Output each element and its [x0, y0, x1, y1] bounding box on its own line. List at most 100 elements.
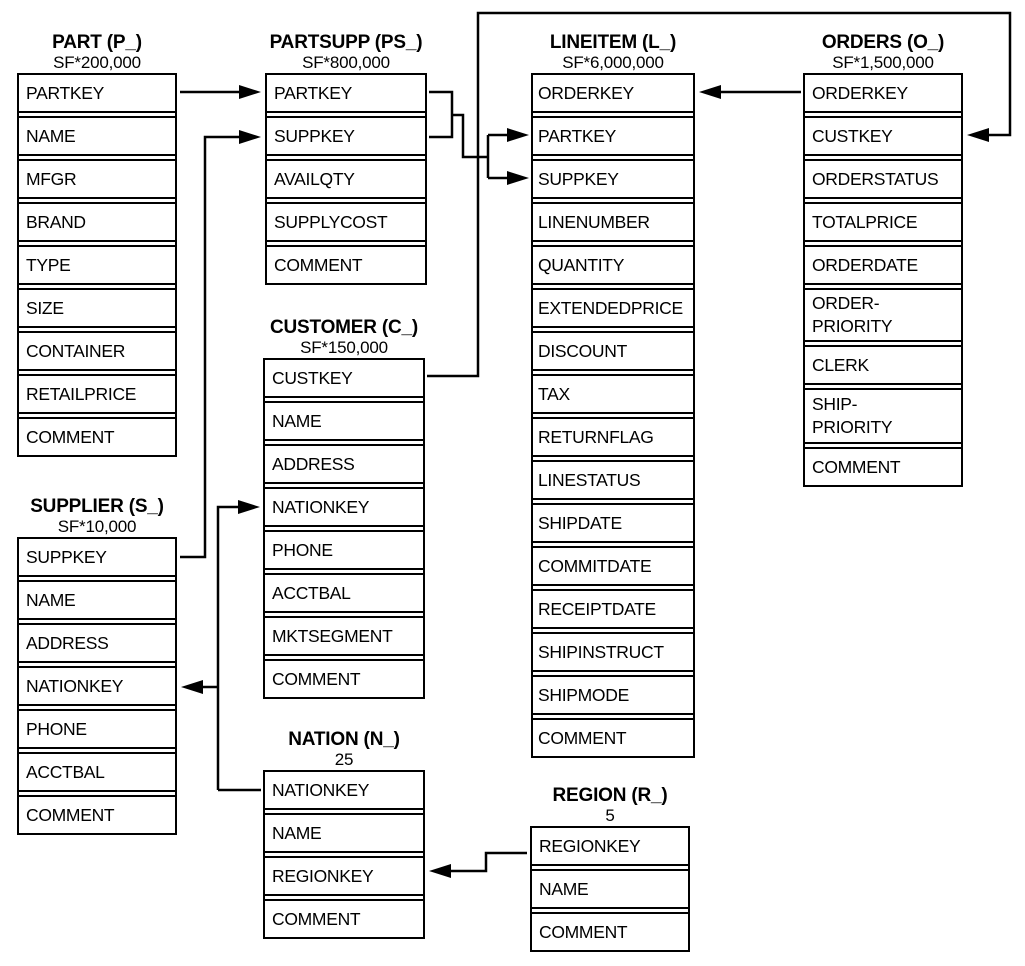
table-orders-title: ORDERS (O_)	[821, 32, 945, 53]
table-lineitem-field-row: RETURNFLAG	[533, 417, 693, 457]
table-partsupp-field-row: COMMENT	[267, 245, 425, 285]
fk-supplier-suppkey-to-partsupp-suppkey	[180, 130, 261, 559]
fk-nation-nationkey-to-customer-and-supplier	[181, 500, 261, 792]
table-orders-field-row: COMMENT	[805, 447, 961, 487]
arrowhead-right-icon	[239, 130, 261, 144]
table-orders-field-row: ORDER- PRIORITY	[805, 288, 961, 342]
table-customer-title: CUSTOMER (C_)	[270, 317, 418, 338]
table-partsupp-field-row: PARTKEY	[267, 73, 425, 113]
table-partsupp-field-row: AVAILQTY	[267, 159, 425, 199]
table-lineitem-field-row: LINENUMBER	[533, 202, 693, 242]
table-supplier-field-row: ADDRESS	[19, 623, 175, 663]
table-orders-field-row: ORDERKEY	[805, 73, 961, 113]
table-part-field-row: PARTKEY	[19, 73, 175, 113]
table-customer-field-row: PHONE	[265, 530, 423, 570]
table-part-field-row: RETAILPRICE	[19, 374, 175, 414]
table-nation-field-row: REGIONKEY	[265, 856, 423, 896]
table-lineitem-field-row: RECEIPTDATE	[533, 589, 693, 629]
table-orders-field-row: CUSTKEY	[805, 116, 961, 156]
table-customer-field-row: MKTSEGMENT	[265, 616, 423, 656]
table-supplier-field-row: COMMENT	[19, 795, 175, 835]
table-orders-field-row: CLERK	[805, 345, 961, 385]
table-nation-field-row: NATIONKEY	[265, 770, 423, 810]
table-lineitem-field-row: LINESTATUS	[533, 460, 693, 500]
table-part-field-row: BRAND	[19, 202, 175, 242]
table-partsupp-title: PARTSUPP (PS_)	[269, 32, 423, 53]
table-lineitem-field-row: PARTKEY	[533, 116, 693, 156]
table-lineitem-field-row: COMMENT	[533, 718, 693, 758]
table-region-field-row: NAME	[532, 869, 688, 909]
arrowhead-right-icon	[507, 171, 529, 185]
table-supplier-field-row: NAME	[19, 580, 175, 620]
table-partsupp-field-row: SUPPKEY	[267, 116, 425, 156]
arrowhead-right-icon	[239, 85, 261, 99]
table-lineitem-field-row: SHIPINSTRUCT	[533, 632, 693, 672]
table-part-cardinality: SF*200,000	[53, 53, 141, 72]
table-partsupp-cardinality: SF*800,000	[302, 53, 390, 72]
arrowhead-right-icon	[238, 500, 260, 514]
fk-part-partkey-to-partsupp-partkey	[180, 85, 261, 99]
table-region-field-row: COMMENT	[532, 912, 688, 952]
table-part-field-row: SIZE	[19, 288, 175, 328]
table-nation-field-row: COMMENT	[265, 899, 423, 939]
table-part-field-row: TYPE	[19, 245, 175, 285]
table-lineitem-title: LINEITEM (L_)	[549, 32, 677, 53]
table-customer-field-row: ADDRESS	[265, 444, 423, 484]
table-supplier-title: SUPPLIER (S_)	[30, 496, 164, 517]
table-region-cardinality: 5	[605, 806, 615, 825]
table-orders-field-row: ORDERDATE	[805, 245, 961, 285]
table-region-title: REGION (R_)	[552, 785, 668, 806]
table-orders-field-row: SHIP- PRIORITY	[805, 388, 961, 444]
table-lineitem-field-row: COMMITDATE	[533, 546, 693, 586]
arrowhead-left-icon	[967, 128, 989, 142]
table-part-field-row: NAME	[19, 116, 175, 156]
table-supplier-field-row: PHONE	[19, 709, 175, 749]
table-customer-cardinality: SF*150,000	[300, 338, 388, 357]
table-orders-field-row: TOTALPRICE	[805, 202, 961, 242]
fk-region-regionkey-to-nation-regionkey	[429, 851, 527, 878]
table-supplier-field-row: NATIONKEY	[19, 666, 175, 706]
table-lineitem-field-row: SHIPDATE	[533, 503, 693, 543]
table-customer-field-row: ACCTBAL	[265, 573, 423, 613]
table-orders-cardinality: SF*1,500,000	[832, 53, 934, 72]
table-customer-field-row: NATIONKEY	[265, 487, 423, 527]
table-lineitem-field-row: TAX	[533, 374, 693, 414]
table-part-field-row: MFGR	[19, 159, 175, 199]
table-lineitem-field-row: SUPPKEY	[533, 159, 693, 199]
table-customer-field-row: COMMENT	[265, 659, 423, 699]
table-lineitem-field-row: EXTENDEDPRICE	[533, 288, 693, 328]
table-lineitem-field-row: ORDERKEY	[533, 73, 693, 113]
table-part-title: PART (P_)	[52, 32, 142, 53]
arrowhead-right-icon	[507, 128, 529, 142]
table-region-field-row: REGIONKEY	[532, 826, 688, 866]
fk-partsupp-to-lineitem	[429, 90, 529, 185]
table-part-field-row: COMMENT	[19, 417, 175, 457]
table-orders-field-row: ORDERSTATUS	[805, 159, 961, 199]
arrowhead-left-icon	[181, 680, 203, 694]
table-partsupp-field-row: SUPPLYCOST	[267, 202, 425, 242]
table-lineitem-field-row: DISCOUNT	[533, 331, 693, 371]
table-supplier-field-row: ACCTBAL	[19, 752, 175, 792]
table-lineitem-field-row: QUANTITY	[533, 245, 693, 285]
table-customer-field-row: NAME	[265, 401, 423, 441]
table-lineitem-field-row: SHIPMODE	[533, 675, 693, 715]
table-part-field-row: CONTAINER	[19, 331, 175, 371]
table-supplier-field-row: SUPPKEY	[19, 537, 175, 577]
table-customer-field-row: CUSTKEY	[265, 358, 423, 398]
arrowhead-left-icon	[699, 85, 721, 99]
fk-customer-custkey-to-orders-custkey	[427, 11, 1012, 378]
table-nation-cardinality: 25	[334, 750, 354, 769]
fk-orders-orderkey-to-lineitem-orderkey	[699, 85, 801, 99]
table-supplier-cardinality: SF*10,000	[57, 517, 137, 536]
table-nation-field-row: NAME	[265, 813, 423, 853]
